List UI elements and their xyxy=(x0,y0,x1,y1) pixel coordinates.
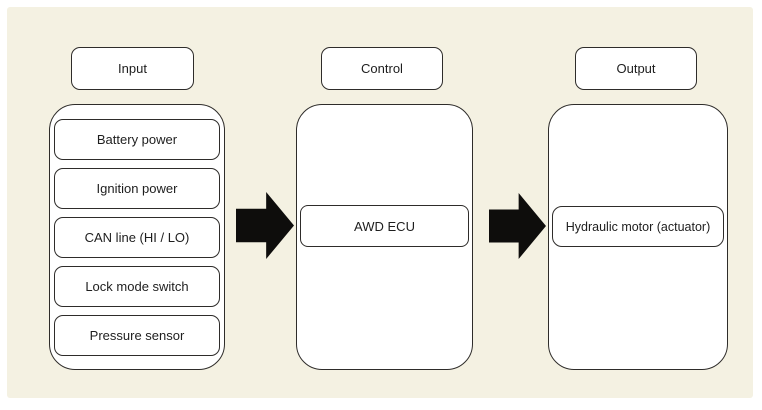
input-column-label: Input xyxy=(71,47,194,90)
input-item-ignition-power: Ignition power xyxy=(54,168,220,209)
input-container: Battery power Ignition power CAN line (H… xyxy=(49,104,225,370)
input-item-lock-mode-switch: Lock mode switch xyxy=(54,266,220,307)
output-item-hydraulic-motor: Hydraulic motor (actuator) xyxy=(552,206,724,247)
arrow-control-to-output-icon xyxy=(489,193,546,259)
arrow-input-to-control-icon xyxy=(236,192,294,259)
input-item-battery-power: Battery power xyxy=(54,119,220,160)
control-item-awd-ecu: AWD ECU xyxy=(300,205,469,247)
control-container: AWD ECU xyxy=(296,104,473,370)
output-container: Hydraulic motor (actuator) xyxy=(548,104,728,370)
output-column-label: Output xyxy=(575,47,697,90)
input-item-stack: Battery power Ignition power CAN line (H… xyxy=(54,119,220,356)
input-item-can-line: CAN line (HI / LO) xyxy=(54,217,220,258)
control-column-label: Control xyxy=(321,47,443,90)
input-item-pressure-sensor: Pressure sensor xyxy=(54,315,220,356)
diagram-panel: Input Battery power Ignition power CAN l… xyxy=(7,7,753,398)
